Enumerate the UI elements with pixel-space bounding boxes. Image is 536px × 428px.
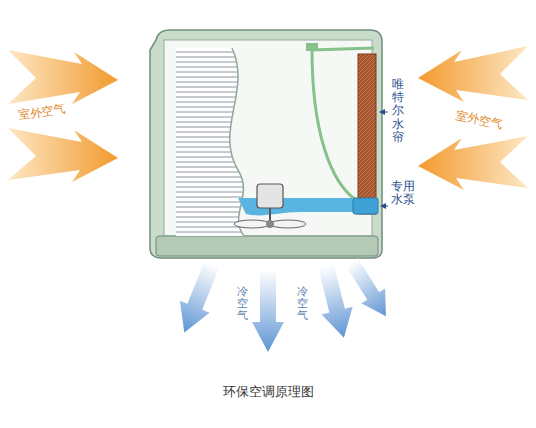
air-arrow bbox=[418, 46, 528, 102]
outdoor-air-label: 室外空气 bbox=[17, 101, 67, 125]
outdoor-air-label: 室外空气 bbox=[454, 107, 504, 134]
cold-air-label: 冷空气 bbox=[237, 286, 248, 322]
pipe-joint bbox=[306, 43, 318, 51]
leader-line bbox=[381, 206, 388, 207]
water-channel bbox=[238, 198, 356, 215]
cooling-pad-label: 唯特尔水帘 bbox=[392, 78, 404, 144]
base bbox=[156, 236, 378, 256]
caption: 环保空调原理图 bbox=[223, 383, 314, 401]
cold-air-label: 冷空气 bbox=[297, 286, 308, 322]
pump-label: 专用水泵 bbox=[391, 180, 415, 206]
air-arrow bbox=[8, 128, 118, 182]
fan-shaft bbox=[269, 208, 271, 222]
cover-edge bbox=[230, 48, 244, 236]
fan-blade bbox=[234, 220, 270, 228]
water-pump bbox=[353, 198, 378, 214]
air-arrow bbox=[418, 136, 528, 190]
leader-line bbox=[380, 112, 388, 113]
fan-motor bbox=[257, 184, 283, 208]
cooler-housing bbox=[150, 30, 382, 258]
cold-air-arrow bbox=[169, 258, 226, 339]
air-arrow bbox=[8, 50, 118, 104]
fan-blade bbox=[270, 220, 306, 228]
fan-hub bbox=[266, 220, 274, 228]
cold-air-arrow bbox=[340, 255, 398, 324]
cooling-pad bbox=[358, 54, 376, 214]
cold-air-arrow bbox=[252, 270, 284, 352]
